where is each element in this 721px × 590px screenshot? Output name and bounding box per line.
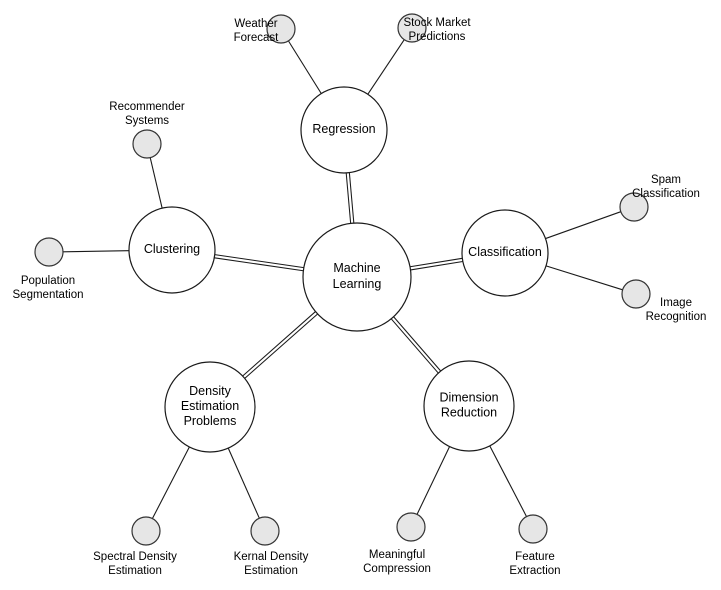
node-regression[interactable] (300, 86, 388, 174)
node-dimension-reduction[interactable] (423, 360, 515, 452)
label-clustering: Clustering (144, 242, 200, 256)
node-kernal-density-estimation[interactable] (250, 516, 280, 546)
edge-clustering-to-recommender-systems (149, 157, 163, 209)
node-meaningful-compression[interactable] (396, 512, 426, 542)
edge-hub-to-regression (345, 172, 355, 224)
node-spam-classification[interactable] (619, 192, 649, 222)
edge-hub-to-clustering (214, 254, 304, 272)
node-clustering[interactable] (128, 206, 216, 294)
node-spectral-density-estimation[interactable] (131, 516, 161, 546)
label-classification: Classification (468, 245, 542, 259)
edge-layer (62, 39, 623, 519)
edge-density-estimation-problems-to-spectral-density-estimation (151, 446, 190, 519)
node-machine-learning[interactable] (302, 222, 412, 332)
edge-hub-to-classification (409, 257, 463, 271)
edge-classification-to-image-recognition (545, 265, 623, 291)
edge-classification-to-spam-classification (545, 211, 621, 240)
edge-hub-to-density-estimation-problems (242, 311, 318, 379)
node-recommender-systems[interactable] (132, 129, 162, 159)
edge-regression-to-weather-forecast (287, 40, 322, 94)
node-classification[interactable] (461, 209, 549, 297)
node-feature-extraction[interactable] (518, 514, 548, 544)
edge-hub-to-dimension-reduction (390, 316, 442, 374)
node-density-estimation-problems[interactable] (164, 361, 256, 453)
label-regression: Regression (312, 122, 375, 136)
node-image-recognition[interactable] (621, 279, 651, 309)
edge-dimension-reduction-to-meaningful-compression (416, 446, 451, 515)
edge-dimension-reduction-to-feature-extraction (489, 445, 528, 517)
edge-clustering-to-population-segmentation (62, 250, 130, 253)
node-population-segmentation[interactable] (34, 237, 64, 267)
edge-density-estimation-problems-to-kernal-density-estimation (227, 447, 260, 519)
node-stock-market-predictions[interactable] (397, 13, 427, 43)
node-weather-forecast[interactable] (266, 14, 296, 44)
edge-regression-to-stock-market-predictions (367, 39, 405, 95)
